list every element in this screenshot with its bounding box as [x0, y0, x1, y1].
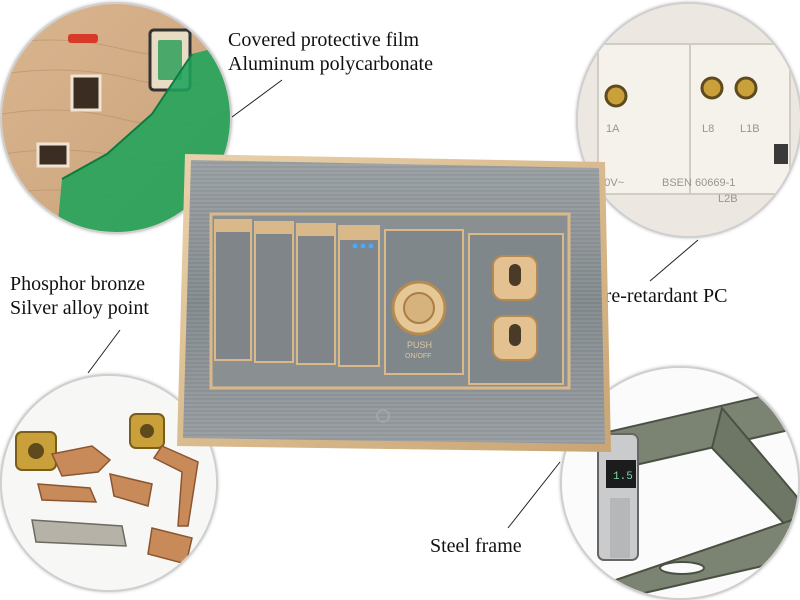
switch-key-4	[338, 225, 380, 367]
callout-bronze-line2: Silver alloy point	[10, 297, 149, 319]
dimmer-onoff-text: ON/OFF	[405, 353, 431, 360]
copper-contact-2	[152, 445, 199, 527]
panel-logo-icon	[376, 409, 390, 423]
terminal-screw-2	[700, 76, 724, 100]
pc-back-detail-photo: 1A L8 L1B 250V~ BSEN 60669-1 L2B	[576, 2, 800, 238]
brass-terminal-1-screw	[28, 443, 44, 459]
switch-key-2	[254, 221, 294, 363]
terminal-screw-1	[604, 84, 628, 108]
marking-rating-mid: L8	[702, 123, 714, 135]
rocker-switch-face	[158, 40, 182, 80]
brass-terminal-2-screw	[140, 424, 154, 438]
marking-rating-left: 1A	[606, 123, 620, 135]
leader-bronze	[87, 329, 121, 374]
terminal-block-left	[597, 43, 699, 195]
callout-frame-line1: Steel frame	[430, 535, 522, 557]
steel-frame-photo: 1.5	[560, 366, 800, 600]
marking-standard: BSEN 60669-1	[662, 177, 735, 189]
led-indicator-1	[352, 243, 358, 249]
caliper-jaw	[610, 498, 630, 558]
switch-key-3	[296, 223, 336, 365]
caliper-display	[606, 460, 636, 488]
neon-indicator	[68, 34, 98, 43]
leader-frame	[507, 461, 561, 529]
switch-panel-product: PUSH ON/OFF	[175, 152, 613, 458]
led-indicator-3	[368, 243, 374, 249]
copper-contact-1	[50, 445, 112, 477]
frame-mount-slot	[659, 561, 705, 575]
callout-film-line1: Covered protective film	[228, 29, 420, 51]
callout-pc-line1: Fire-retardant PC	[588, 285, 728, 307]
wire-clip	[774, 144, 788, 164]
copper-contact-4	[109, 473, 153, 507]
callout-bronze-label: Phosphor bronze Silver alloy point	[10, 272, 149, 320]
terminal-block-right	[689, 43, 791, 195]
led-indicator-2	[360, 243, 366, 249]
leader-film	[231, 79, 283, 118]
socket-outlet-top-hole	[509, 264, 521, 286]
callout-film-label: Covered protective film Aluminum polycar…	[228, 28, 433, 76]
film-edge	[61, 53, 193, 180]
dimmer-knob-cap	[403, 292, 435, 324]
copper-contact-3	[37, 483, 98, 503]
callout-pc-label: Fire-retardant PC	[588, 284, 727, 308]
terminal-screw-3	[734, 76, 758, 100]
caliper-reading: 1.5	[613, 471, 633, 483]
socket-slot-top	[70, 74, 102, 112]
switch-key-1	[214, 219, 252, 361]
steel-frame-side-bar	[710, 405, 798, 540]
socket-slot-bottom	[36, 142, 70, 168]
dimmer-push-text: PUSH	[407, 340, 432, 350]
marking-code: L2B	[718, 193, 738, 205]
callout-frame-label: Steel frame	[430, 534, 522, 558]
leader-pc	[649, 239, 699, 282]
socket-outlet-bottom-hole	[509, 324, 521, 346]
dimmer-module	[384, 229, 464, 375]
callout-bronze-line1: Phosphor bronze	[10, 273, 145, 295]
marking-rating-right: L1B	[740, 123, 760, 135]
callout-film-line2: Aluminum polycarbonate	[228, 53, 433, 75]
silver-strip	[31, 519, 127, 547]
